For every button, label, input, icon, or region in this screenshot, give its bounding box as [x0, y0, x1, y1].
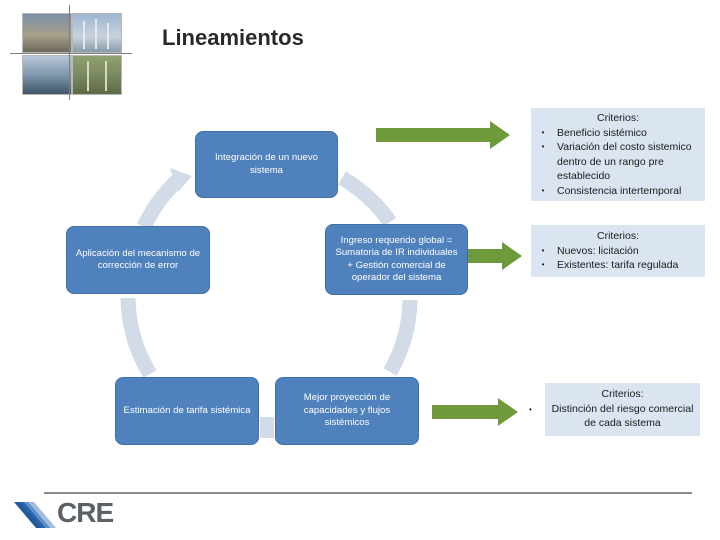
cycle-box-label: Ingreso requerido global = Sumatoria de … — [335, 234, 458, 284]
cycle-box-tariff-estimation: Estimación de tarifa sistémica — [115, 377, 259, 445]
cre-logo-text: CRE — [57, 497, 114, 528]
cycle-box-global-revenue: Ingreso requerido global = Sumatoria de … — [325, 224, 468, 295]
header-divider-horizontal — [10, 53, 132, 54]
cycle-arrowhead — [170, 168, 192, 192]
cycle-connector — [260, 417, 274, 438]
criteria-panel-2: Criterios: Nuevos: licitación Existentes… — [531, 225, 705, 277]
criteria-item: Variación del costo sistemico dentro de … — [535, 140, 701, 184]
green-arrow-top — [376, 121, 510, 149]
green-arrow-bottom — [432, 398, 518, 426]
wind-turbines-photo — [72, 13, 122, 53]
criteria-title: Criterios: — [596, 112, 639, 124]
criteria-list: Beneficio sistémico Variación del costo … — [535, 126, 701, 199]
header-divider-vertical — [69, 5, 70, 100]
criteria-item: Nuevos: licitación — [535, 244, 701, 259]
cycle-box-label: Integración de un nuevo sistema — [215, 152, 318, 176]
criteria-item: Existentes: tarifa regulada — [535, 258, 701, 273]
ship-photo — [22, 55, 72, 95]
criteria-item: Distinción del riesgo comercial de cada … — [551, 402, 694, 430]
cycle-box-integration: Integración de un nuevo sistema — [195, 131, 338, 198]
power-lines-photo — [72, 55, 122, 95]
industrial-plant-photo — [22, 13, 72, 53]
criteria-item: Consistencia intertemporal — [535, 184, 701, 199]
criteria-panel-1: Criterios: Beneficio sistémico Variación… — [531, 108, 705, 201]
criteria-list: Nuevos: licitación Existentes: tarifa re… — [535, 244, 701, 273]
criteria-title: Criterios: — [601, 388, 644, 400]
criteria-item: Beneficio sistémico — [535, 126, 701, 141]
cycle-box-label: Mejor proyección de capacidades y flujos… — [303, 392, 391, 429]
cre-logo-mark — [14, 502, 56, 528]
cycle-box-capacity-projection: Mejor proyección de capacidades y flujos… — [275, 377, 419, 445]
page-title: Lineamientos — [162, 25, 304, 50]
footer-divider — [44, 492, 692, 494]
criteria-bullet: • — [529, 405, 532, 414]
cycle-box-error-correction: Aplicación del mecanismo de corrección d… — [66, 226, 210, 294]
cycle-box-label: Aplicación del mecanismo de corrección d… — [75, 247, 201, 272]
criteria-panel-3: Criterios: Distinción del riesgo comerci… — [545, 383, 700, 436]
criteria-title: Criterios: — [596, 230, 639, 242]
cycle-box-label: Estimación de tarifa sistémica — [123, 404, 251, 416]
